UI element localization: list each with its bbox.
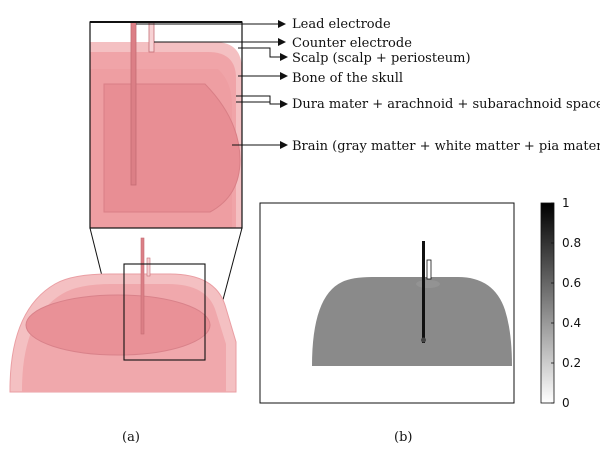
label-scalp: Scalp (scalp + periosteum) xyxy=(292,51,471,66)
counter-electrode xyxy=(148,22,155,53)
colorbar-tick-label: 0.8 xyxy=(562,236,581,250)
callout-arrowheads xyxy=(278,20,288,149)
colorbar-tick-label: 1 xyxy=(562,196,570,210)
plot-contact-region xyxy=(416,280,440,288)
head-lead-electrode xyxy=(140,237,145,335)
callout-lines xyxy=(136,23,280,146)
label-bone: Bone of the skull xyxy=(292,71,403,86)
plot-head xyxy=(312,277,512,366)
zoom-box xyxy=(123,263,206,361)
full-head-view xyxy=(9,237,237,393)
colorbar-tick-label: 0.2 xyxy=(562,356,581,370)
brain-region xyxy=(103,83,241,213)
colorbar: 1 0.8 0.6 0.4 0.2 0 xyxy=(540,196,581,410)
colorbar-tick-label: 0.6 xyxy=(562,276,581,290)
field-plot xyxy=(259,202,515,404)
panel-label-a: (a) xyxy=(122,430,140,445)
label-brain: Brain (gray matter + white matter + pia … xyxy=(292,139,600,154)
colorbar-tick-label: 0 xyxy=(562,396,570,410)
head-brain xyxy=(25,294,211,356)
label-counter-electrode: Counter electrode xyxy=(292,36,412,51)
head-counter-electrode xyxy=(146,257,151,277)
plot-lead-electrode xyxy=(422,241,425,343)
plot-counter-electrode xyxy=(426,259,432,280)
label-lead-electrode: Lead electrode xyxy=(292,17,391,32)
plot-electrode-tip xyxy=(421,337,426,343)
label-dura: Dura mater + arachnoid + subarachnoid sp… xyxy=(292,97,600,112)
zoomed-head-view xyxy=(89,21,243,229)
colorbar-tick-label: 0.4 xyxy=(562,316,581,330)
panel-label-b: (b) xyxy=(394,430,412,445)
lead-electrode xyxy=(130,22,137,186)
